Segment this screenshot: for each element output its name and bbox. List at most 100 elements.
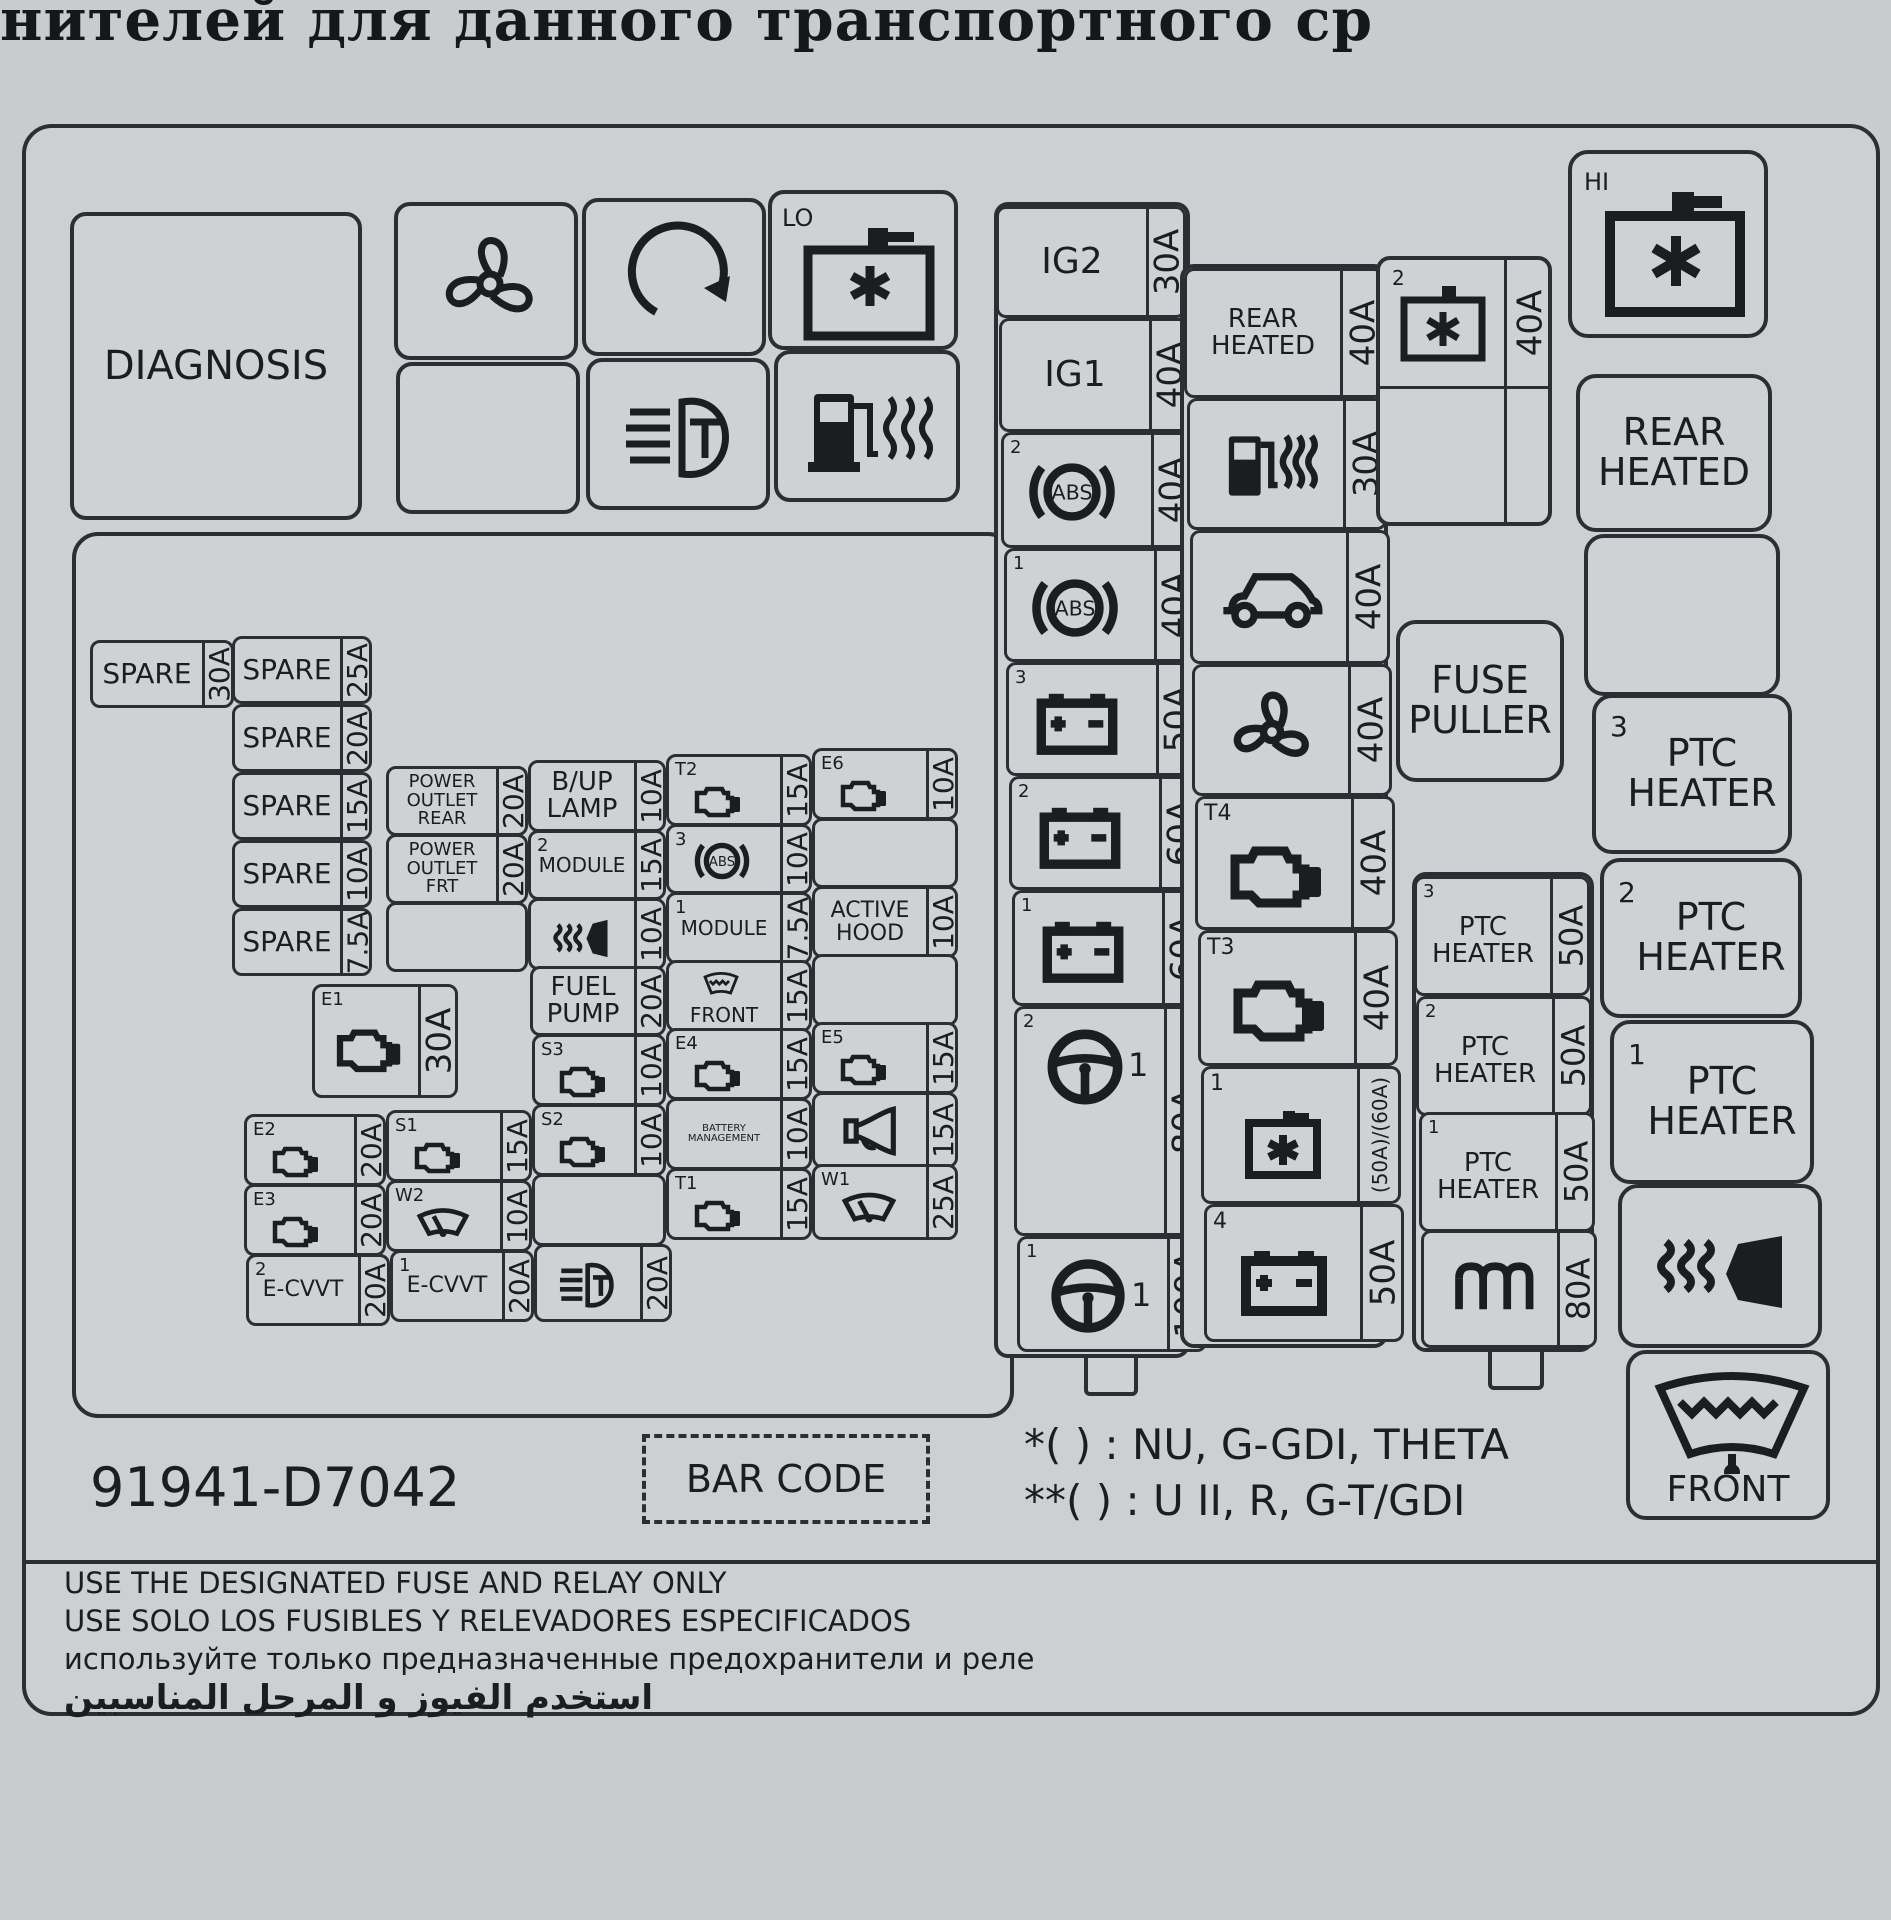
- col3-fuse-2-rating: 50A: [1557, 1140, 1596, 1204]
- col2-fuse-6[interactable]: 1(50A)/(60A): [1201, 1066, 1401, 1204]
- col2-fuse-1[interactable]: 30A: [1187, 398, 1387, 530]
- spare-fuse-20a-label: SPARE: [242, 721, 332, 755]
- col3-fuse-3[interactable]: 80A: [1421, 1230, 1598, 1348]
- wiper-icon: [416, 1208, 470, 1238]
- module-2-fuse-number: 2: [537, 835, 549, 856]
- defog-fuse-rating: 10A: [635, 906, 669, 962]
- empty-fuse-slot[interactable]: [812, 954, 958, 1026]
- active-hood-fuse-rating: 10A: [927, 894, 961, 950]
- fuel-heater-icon: [808, 394, 933, 472]
- engine-small-icon: [559, 1136, 605, 1168]
- engine-small-icon: [559, 1066, 605, 1098]
- col3-fuse-0-label: PTC HEATER: [1431, 911, 1535, 969]
- col3-top-number: 2: [1392, 266, 1405, 290]
- col1-fuse-4-number: 3: [1015, 667, 1027, 688]
- power-outlet-frt-fuse-label: POWER OUTLET FRT: [406, 838, 478, 898]
- col1-fuse-7[interactable]: 280A: [1014, 1006, 1206, 1236]
- empty-fuse-slot[interactable]: [532, 1174, 666, 1246]
- empty-relay-slot: [1584, 534, 1780, 696]
- radiator-fan-icon: [1605, 192, 1745, 317]
- col1-fuse-6[interactable]: 160A: [1012, 890, 1204, 1006]
- col2-fuse-3[interactable]: 40A: [1192, 664, 1392, 796]
- ptc3-label: PTC HEATER: [1627, 731, 1777, 815]
- col1-tab: [1084, 1354, 1138, 1396]
- defog-relay: [1618, 1184, 1822, 1348]
- horn-fuse[interactable]: 15A: [812, 1092, 961, 1168]
- headlamp-washer-fuse[interactable]: 20A: [534, 1244, 675, 1322]
- empty-fuse-slot[interactable]: [386, 902, 528, 972]
- col2-fuse-4-number: T4: [1204, 801, 1232, 826]
- col2-fuse-5-rating: 40A: [1357, 964, 1398, 1032]
- engine-small-icon: [694, 1060, 740, 1092]
- battery-icon: [1036, 693, 1118, 755]
- col2-fuse-7-number: 4: [1213, 1209, 1227, 1234]
- e3-fuse-rating: 20A: [355, 1192, 389, 1248]
- power-outlet-rear-fuse-label: POWER OUTLET REAR: [406, 770, 478, 830]
- power-outlet-rear-fuse[interactable]: POWER OUTLET REAR 20A: [386, 766, 531, 836]
- col1-fuse-5[interactable]: 260A: [1009, 776, 1201, 890]
- power-outlet-rear-fuse-rating: 20A: [497, 773, 531, 829]
- col2-fuse-2[interactable]: 40A: [1190, 530, 1390, 664]
- battery-management-fuse-label: BATTERY MANAGEMENT: [687, 1122, 761, 1144]
- horn-fuse-rating: 15A: [927, 1102, 961, 1158]
- spare-fuse-25a-label: SPARE: [242, 653, 332, 687]
- engine-icon: [1230, 846, 1321, 908]
- col1-fuse-8-number: 1: [1026, 1241, 1038, 1262]
- col1-fuse-8[interactable]: 1100A: [1017, 1236, 1209, 1352]
- e-cvvt-2-fuse-rating: 20A: [359, 1262, 393, 1318]
- engine-small-icon: [336, 1029, 401, 1073]
- e2-fuse-number: E2: [253, 1119, 276, 1140]
- defog-fuse[interactable]: 10A: [528, 898, 669, 970]
- steering-icon: [1051, 1259, 1125, 1333]
- headlamp-icon: [559, 1263, 614, 1308]
- fuse-puller[interactable]: FUSE PULLER: [1396, 620, 1564, 782]
- warning-ar: استخدم الفيوز و المرحل المناسبين: [64, 1678, 654, 1718]
- empty-fuse-slot[interactable]: [812, 818, 958, 888]
- headlamp-washer-fuse-rating: 20A: [641, 1255, 675, 1311]
- e6-fuse-rating: 10A: [927, 756, 961, 812]
- panel-divider: [24, 1560, 1880, 1564]
